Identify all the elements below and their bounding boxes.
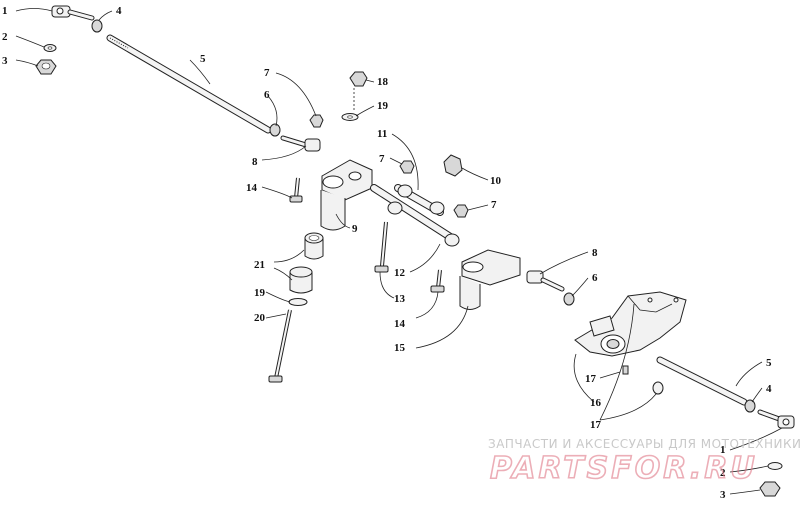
callout-16: 16 [590, 397, 602, 409]
callout-12: 12 [394, 267, 406, 279]
watermark-caption: ЗАПЧАСТИ И АКСЕССУАРЫ ДЛЯ МОТОТЕХНИКИ [488, 437, 800, 451]
callout-7: 7 [491, 199, 497, 211]
jam-nut-lower-right [744, 399, 756, 413]
leader-lines [15, 8, 783, 495]
callout-6: 6 [264, 89, 270, 101]
callout-14: 14 [394, 318, 406, 330]
tie-rod-end-upper-left [51, 5, 95, 21]
callout-5: 5 [766, 357, 772, 369]
washer-upper-left [43, 44, 57, 52]
tie-rod-end-middle [280, 135, 321, 152]
grease-fitting-17-lower [652, 381, 664, 395]
callout-11: 11 [377, 128, 387, 140]
lock-nut-7b [399, 160, 415, 174]
watermark-logo: PARTSFOR.RU [490, 451, 758, 486]
callout-17: 17 [585, 373, 597, 385]
callout-2: 2 [2, 31, 8, 43]
bolt-13 [374, 221, 389, 273]
bushing-upper [304, 232, 324, 260]
callout-8: 8 [592, 247, 598, 259]
callout-18: 18 [377, 76, 389, 88]
callout-6: 6 [592, 272, 598, 284]
callout-7: 7 [264, 67, 270, 79]
jam-nut-upper-left [91, 19, 103, 33]
callout-8: 8 [252, 156, 258, 168]
lock-nut-upper-left [35, 59, 57, 75]
lock-nut-18 [349, 71, 368, 87]
drag-link [370, 184, 460, 247]
callout-3: 3 [720, 489, 726, 501]
callout-7: 7 [379, 153, 385, 165]
callout-19: 19 [254, 287, 266, 299]
callout-4: 4 [766, 383, 772, 395]
callout-4: 4 [116, 5, 122, 17]
callout-1: 1 [2, 5, 8, 17]
steering-arm-bracket [320, 159, 373, 231]
jam-nut-middle [269, 123, 281, 137]
callout-9: 9 [352, 223, 358, 235]
callout-5: 5 [200, 53, 206, 65]
tie-rod-end-middle-right [526, 270, 565, 292]
long-bolt-20 [268, 309, 292, 383]
callout-14: 14 [246, 182, 258, 194]
idler-arm-bracket [459, 249, 521, 310]
callout-20: 20 [254, 312, 266, 324]
cap-nut-10 [443, 154, 463, 177]
washer-19-lower [288, 298, 308, 306]
callout-3: 3 [2, 55, 8, 67]
washer-lower-right [767, 462, 783, 470]
watermark: ЗАПЧАСТИ И АКСЕССУАРЫ ДЛЯ МОТОТЕХНИКИ PA… [488, 437, 800, 487]
lock-nut-7a [309, 114, 324, 128]
steering-knuckle [574, 291, 687, 357]
callout-1: 1 [720, 444, 726, 456]
bushing-lower [289, 266, 313, 294]
callout-15: 15 [394, 342, 406, 354]
callout-21: 21 [254, 259, 265, 271]
callout-19: 19 [377, 100, 389, 112]
callout-13: 13 [394, 293, 406, 305]
callout-17: 17 [590, 419, 602, 431]
callout-labels: 1 2 3 4 5 7 6 8 14 18 19 11 7 10 7 9 21 … [2, 5, 772, 501]
callout-2: 2 [720, 467, 726, 479]
tie-rod-left [106, 34, 272, 134]
grease-fitting-17-upper [622, 365, 629, 375]
bolt-14-left [289, 177, 303, 203]
jam-nut-middle-right [563, 292, 575, 306]
callout-10: 10 [490, 175, 502, 187]
bolt-14-right [430, 269, 445, 293]
lock-nut-7c [453, 204, 469, 218]
tie-rod-right [656, 356, 748, 406]
tie-rod-end-lower-right [757, 409, 795, 429]
lock-nut-lower-right [759, 481, 781, 497]
washer-19-upper [341, 113, 359, 121]
